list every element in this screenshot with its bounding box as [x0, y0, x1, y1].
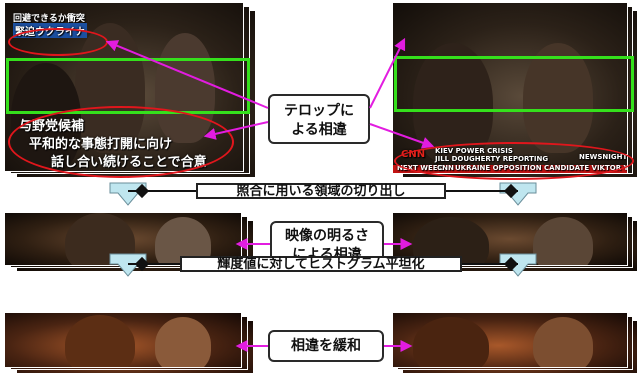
person-silhouette: [155, 317, 211, 367]
callout-line: テロップに: [284, 103, 354, 119]
callout-line: よる相違: [291, 122, 347, 138]
person-silhouette: [523, 43, 593, 153]
left-source-frame-stack: 回避できるか衝突 緊迫ウクライナ 与野党候補 平和的な事態打開に向け 話し合い続…: [4, 2, 258, 180]
telop-difference-callout: テロップに よる相違: [268, 94, 370, 144]
person-silhouette: [533, 317, 593, 367]
news-caption-line1: 回避できるか衝突: [13, 14, 85, 24]
telop-highlight-ellipse: [8, 106, 234, 178]
right-equalized-stack: [392, 312, 640, 376]
arrow-to-left-top-caption: [105, 40, 269, 109]
callout-line: 映像の明るさ: [285, 228, 369, 244]
crop-region-box: [394, 56, 634, 112]
arrow-to-right-ticker: [369, 123, 435, 149]
callout-line: 相違を緩和: [291, 338, 361, 354]
down-arrow-icon: [109, 253, 147, 277]
left-equalized-stack: [4, 312, 258, 376]
step-label: 輝度値に対してヒストグラム平坦化: [180, 256, 462, 272]
person-silhouette: [533, 217, 593, 265]
mitigate-difference-callout: 相違を緩和: [268, 330, 384, 362]
step-label: 照合に用いる領域の切り出し: [196, 183, 446, 199]
person-silhouette: [65, 315, 135, 367]
telop-highlight-ellipse: [394, 142, 634, 180]
right-source-frame-stack: CNN KIEV POWER CRISIS JILL DOUGHERTY REP…: [392, 2, 640, 180]
left-equalized-frame: [4, 312, 242, 368]
person-silhouette: [413, 317, 489, 367]
arrow-to-left-subtitle: [203, 121, 269, 140]
right-equalized-frame: [392, 312, 628, 368]
arrow-to-right-top-caption: [369, 37, 406, 109]
